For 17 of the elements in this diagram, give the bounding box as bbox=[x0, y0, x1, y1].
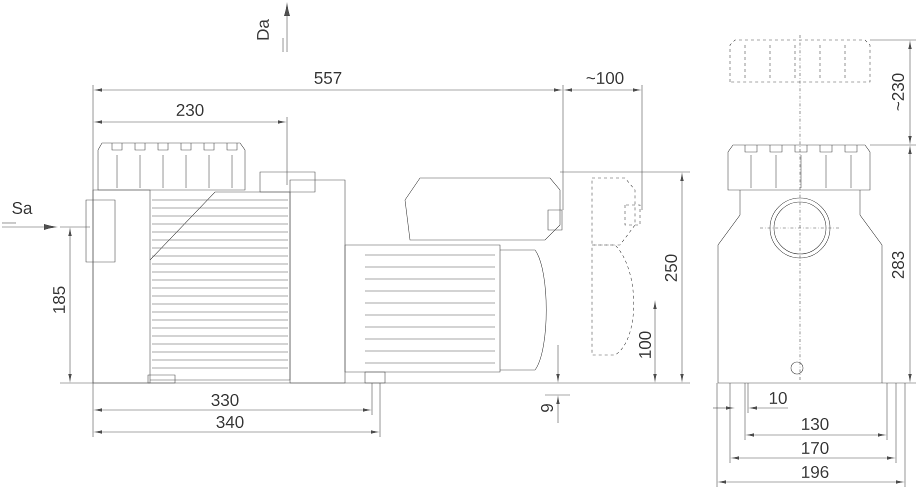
dimension-label: 196 bbox=[802, 466, 828, 478]
dimension-label: 230 bbox=[176, 104, 204, 116]
dimension-label: ~230 bbox=[892, 74, 904, 110]
dimension-label: 330 bbox=[211, 394, 239, 406]
dimension-label: 9 bbox=[540, 404, 554, 412]
dimension-label: 283 bbox=[892, 252, 904, 278]
dimension-label: 340 bbox=[216, 416, 244, 428]
dimension-label: 130 bbox=[802, 418, 829, 430]
dimension-label: 170 bbox=[802, 442, 829, 454]
dimension-label: 100 bbox=[638, 331, 652, 358]
dimension-label: Sa bbox=[12, 202, 32, 214]
dimension-label: 185 bbox=[53, 286, 66, 313]
dimension-label: ~100 bbox=[586, 72, 624, 84]
dimension-label: 250 bbox=[664, 254, 678, 282]
dimension-label: Da bbox=[257, 19, 269, 40]
dimension-label: 557 bbox=[314, 72, 342, 84]
dimension-label: 10 bbox=[770, 392, 787, 404]
